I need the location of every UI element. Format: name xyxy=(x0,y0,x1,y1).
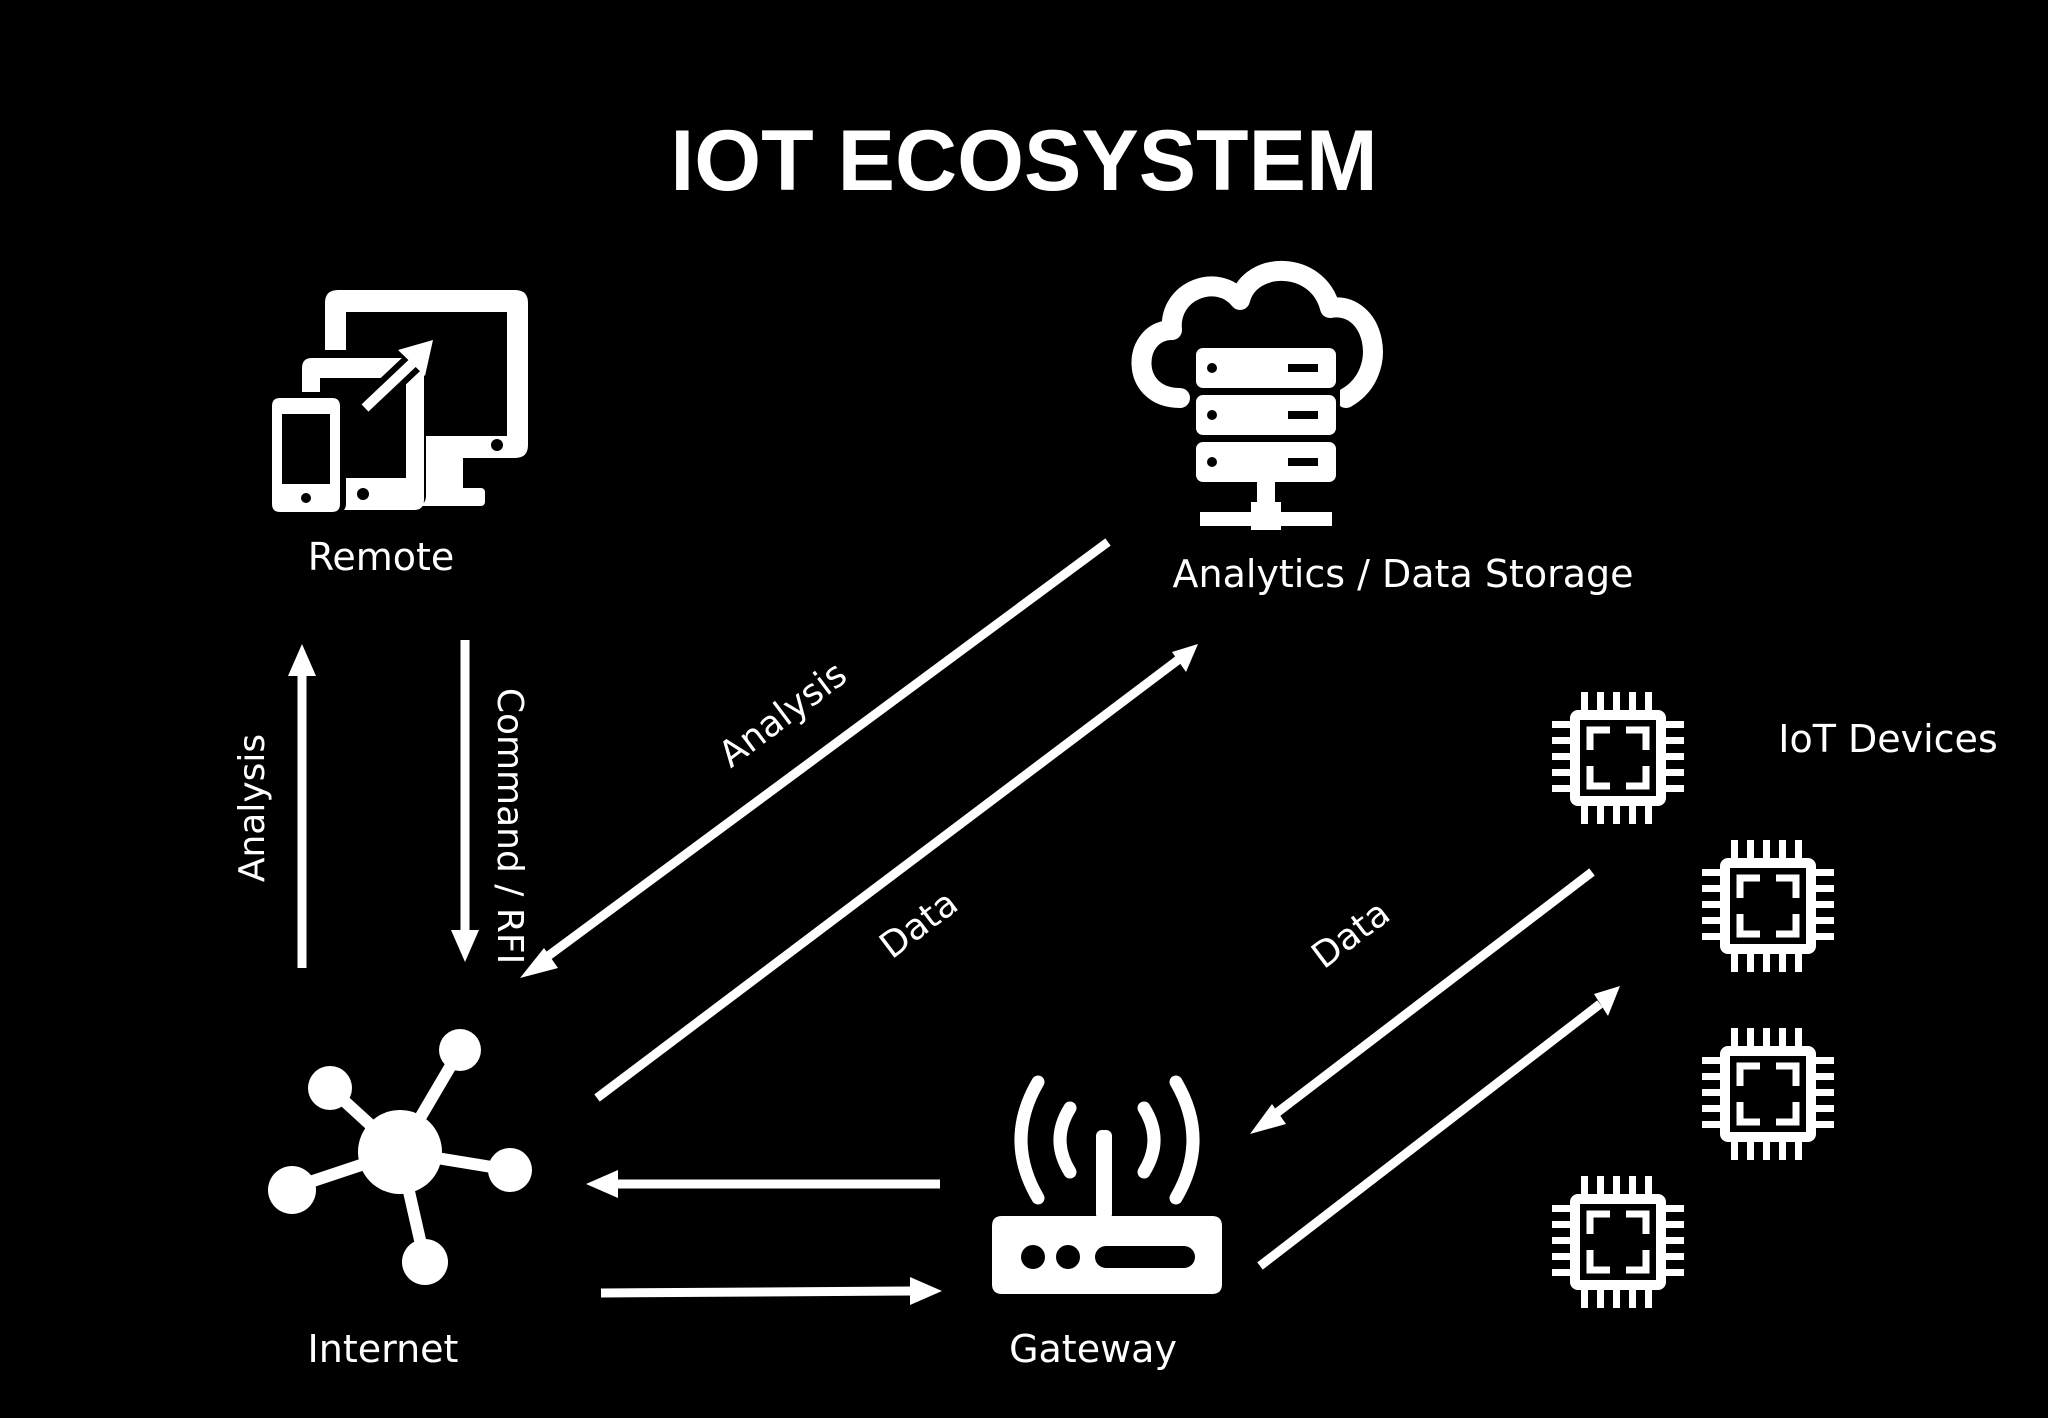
cloud-server-icon xyxy=(1131,260,1383,530)
edge-label-analysis-remote: Analysis xyxy=(232,734,273,882)
arrow-internet-to-remote xyxy=(288,644,316,968)
analytics-label: Analytics / Data Storage xyxy=(1172,552,1633,596)
devices-icon xyxy=(264,290,528,514)
arrow-gateway-to-devices xyxy=(1257,986,1620,1270)
arrow-gateway-to-internet xyxy=(586,1170,940,1198)
gateway-label: Gateway xyxy=(1009,1327,1177,1371)
edge-label-command-rfi: Command / RFI xyxy=(489,688,530,964)
network-hub-icon xyxy=(268,1029,532,1285)
arrow-remote-to-internet xyxy=(451,640,479,962)
iot-devices-label: IoT Devices xyxy=(1778,717,1998,761)
remote-label: Remote xyxy=(308,535,455,579)
arrow-analytics-to-internet xyxy=(520,538,1111,978)
diagram-title: IOT ECOSYSTEM xyxy=(670,113,1377,209)
arrow-devices-to-gateway xyxy=(1250,868,1595,1134)
wifi-router-icon xyxy=(992,1075,1222,1294)
internet-label: Internet xyxy=(308,1327,459,1371)
arrow-internet-to-gateway xyxy=(600,1277,942,1305)
arrow-internet-to-analytics xyxy=(594,644,1198,1102)
